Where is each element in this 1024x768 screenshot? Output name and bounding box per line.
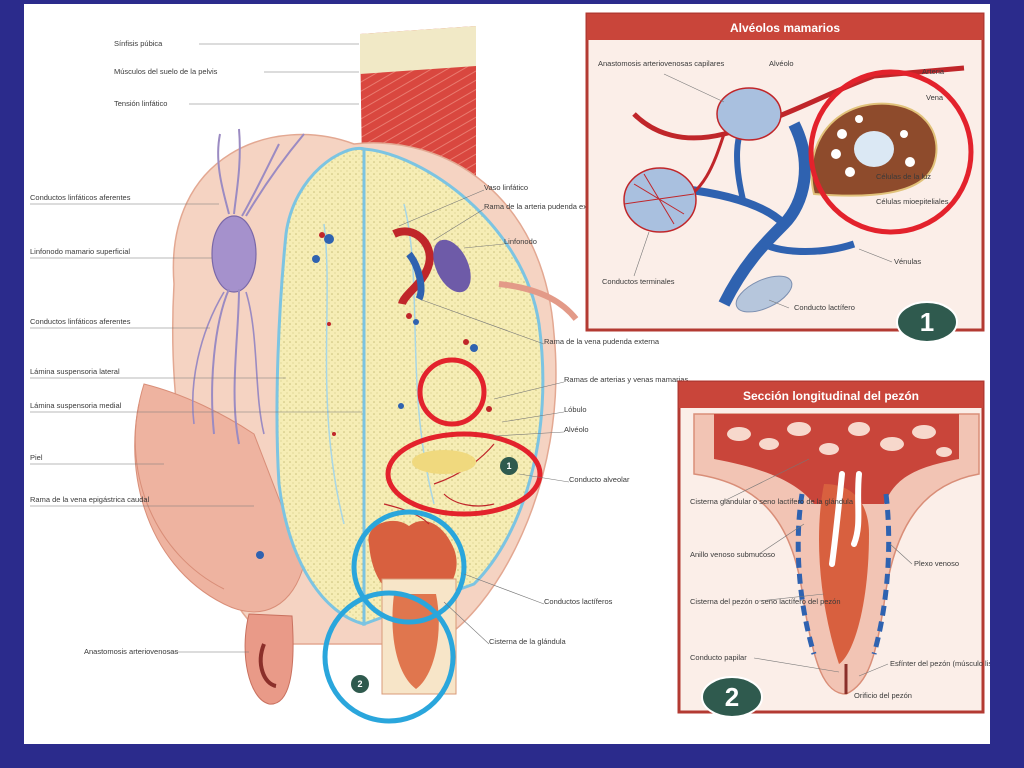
panel-alveoli-badge-label: 1 — [920, 307, 934, 337]
left-labels: Sínfisis púbica Músculos del suelo de la… — [30, 39, 362, 656]
label-lateral-lamina: Lámina suspensoria lateral — [30, 367, 120, 376]
lactiferous-duct-stub — [735, 275, 793, 313]
right-labels: Vaso linfático Rama de la arteria pudend… — [398, 183, 688, 646]
label-gland-cistern: Cisterna de la glándula — [489, 637, 567, 646]
gland-right-half — [362, 147, 545, 627]
gland-tissue — [714, 414, 959, 504]
external-pudendal-vein — [406, 251, 425, 301]
label-afferent-lymph-1: Conductos linfáticos aferentes — [30, 193, 131, 202]
cistern-highlight-circle — [351, 509, 467, 625]
p2-label-submucosal-ring: Anillo venoso submucoso — [690, 550, 775, 559]
main-illustration: 1 2 Sínfisis púbica Músculos del suelo d… — [30, 26, 688, 724]
p2-label-teat-orifice: Orificio del pezón — [854, 691, 912, 700]
left-teat — [244, 613, 294, 705]
label-lymph-tension: Tensión linfático — [114, 99, 167, 108]
label-symphysis: Sínfisis púbica — [114, 39, 163, 48]
main-badge-1 — [500, 457, 518, 475]
label-lymph-node: Linfonodo — [504, 237, 537, 246]
alveolar-duct — [412, 450, 476, 474]
p1-label-lactiferous: Conducto lactífero — [794, 303, 855, 312]
symphysis-band — [360, 26, 476, 74]
p2-label-papillary-duct: Conducto papilar — [690, 653, 747, 662]
alveolus-cluster-top — [716, 87, 782, 141]
p1-label-artery: Arteria — [922, 67, 945, 76]
label-av-anastomosis: Anastomosis arteriovenosas — [84, 647, 178, 656]
alveolus-highlight-circle — [417, 357, 487, 427]
alveolus-detail-highlight — [808, 69, 974, 235]
label-lactiferous-ducts: Conductos lactíferos — [544, 597, 613, 606]
p2-label-venous-plexus: Plexo venoso — [914, 559, 959, 568]
label-alveolus: Alvéolo — [564, 425, 589, 434]
panel-teat-badge — [701, 676, 763, 718]
panel-alveoli-header — [587, 14, 983, 40]
panel-teat-badge-label: 2 — [725, 682, 739, 712]
label-mammary-vessels: Ramas de arterias y venas mamarias — [564, 375, 688, 384]
label-lymph-vessel: Vaso linfático — [484, 183, 528, 192]
p1-label-myoepithelial: Células mioepiteliales — [876, 197, 949, 206]
panel-alveoli-badge — [896, 301, 958, 343]
p1-label-venules: Vénulas — [894, 257, 921, 266]
p1-label-vein: Vena — [926, 93, 944, 102]
teat-highlight-circle — [322, 590, 456, 724]
p1-label-alveolus: Alvéolo — [769, 59, 794, 68]
label-superficial-lymph-node: Linfonodo mamario superficial — [30, 247, 130, 256]
superficial-mammary-lymph-node — [211, 215, 257, 293]
p1-label-terminal-ducts: Conductos terminales — [602, 277, 675, 286]
main-badge-1-label: 1 — [506, 461, 511, 471]
lobule-highlight-ellipse — [385, 431, 543, 517]
main-badge-2-label: 2 — [357, 679, 362, 689]
label-afferent-lymph-2: Conductos linfáticos aferentes — [30, 317, 131, 326]
label-epigastric-vein: Rama de la vena epigástrica caudal — [30, 495, 150, 504]
panel-alveoli-title: Alvéolos mamarios — [730, 21, 840, 35]
lymph-node-icon — [433, 239, 471, 293]
label-pelvic-floor: Músculos del suelo de la pelvis — [114, 67, 218, 76]
gland-left-half — [275, 146, 366, 626]
p2-label-sphincter: Esfínter del pezón (músculo liso) — [890, 659, 990, 668]
udder-anatomy-diagram: 1 2 Sínfisis púbica Músculos del suelo d… — [30, 12, 990, 724]
label-pudendal-vein: Rama de la vena pudenda externa — [544, 337, 660, 346]
label-pudendal-artery: Rama de la arteria pudenda externa — [484, 202, 605, 211]
label-skin: Piel — [30, 453, 43, 462]
main-badge-2 — [351, 675, 369, 693]
p2-label-teat-cistern: Cisterna del pezón o seno lactífero del … — [690, 597, 841, 606]
p1-label-lumen-cells: Células de la luz — [876, 172, 931, 181]
diagram-canvas: 1 2 Sínfisis púbica Músculos del suelo d… — [24, 4, 990, 744]
panel-teat-header — [679, 382, 983, 408]
p1-label-anastomosis: Anastomosis arteriovenosas capilares — [598, 59, 725, 68]
venous-plexus — [795, 493, 892, 655]
label-alveolar-duct: Conducto alveolar — [569, 475, 630, 484]
panel-alveoli: Alvéolos mamarios Anastomosis arterioven… — [585, 12, 985, 343]
p2-label-gland-cistern: Cisterna glandular o seno lactífero de l… — [690, 497, 854, 506]
external-pudendal-artery — [392, 227, 434, 306]
vessel-dots — [256, 234, 478, 559]
label-lobule: Lóbulo — [564, 405, 587, 414]
panel-teat-section: Sección longitudinal del pezón Cisterna … — [677, 380, 990, 718]
label-medial-lamina: Lámina suspensoria medial — [30, 401, 122, 410]
panel-teat-title: Sección longitudinal del pezón — [743, 389, 919, 403]
